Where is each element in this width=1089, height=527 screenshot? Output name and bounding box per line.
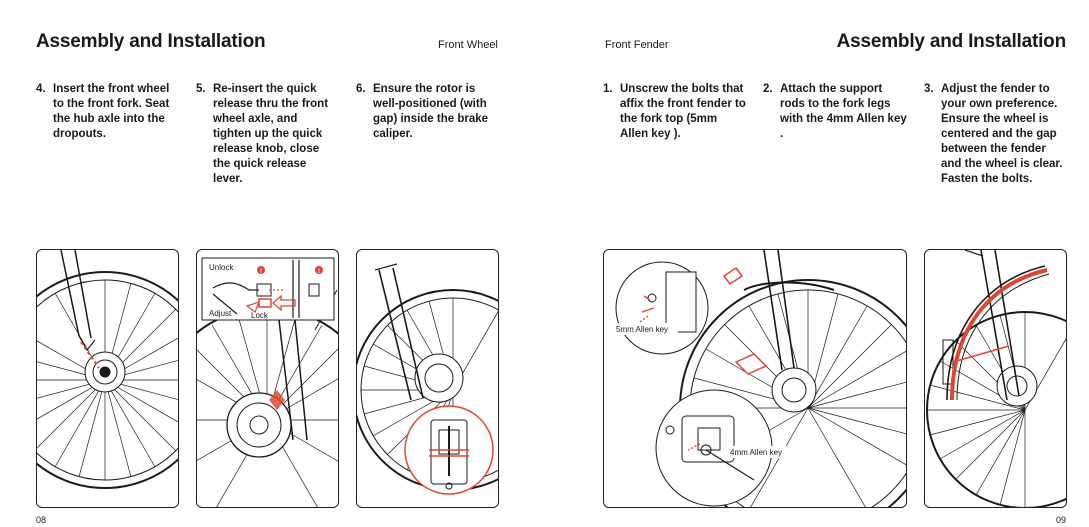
step-number: 1. xyxy=(603,83,613,95)
step-text: Re-insert the quick release thru the fro… xyxy=(213,83,329,185)
step-text: Attach the support rods to the fork legs… xyxy=(780,83,907,140)
wheel-fork-illustration xyxy=(37,250,178,489)
figure-quick-release: ! ! Unlock Adjust Lock xyxy=(196,249,339,508)
figure-insert-wheel xyxy=(36,249,179,508)
warning-icon: ! xyxy=(315,266,323,275)
figure-fender-adjusted xyxy=(924,249,1067,508)
fender-bolts-illustration: 5mm Allen key 4mm Allen key xyxy=(614,250,906,507)
section-title: Front Wheel xyxy=(438,39,498,51)
svg-text:!: ! xyxy=(260,269,262,275)
fender-adjusted-illustration xyxy=(926,250,1066,507)
label-adjust: Adjust xyxy=(209,309,232,318)
page-number: 08 xyxy=(36,515,47,525)
figure-brake-caliper xyxy=(356,249,499,508)
step-text: Adjust the fender to your own preference… xyxy=(941,83,1063,185)
label-4mm-allen-key: 4mm Allen key xyxy=(730,448,782,457)
step-number: 2. xyxy=(763,83,773,95)
left-page: Assembly and Installation Front Wheel 4.… xyxy=(0,0,530,527)
quick-release-illustration: ! ! Unlock Adjust Lock xyxy=(197,257,338,507)
step-number: 4. xyxy=(36,83,46,95)
section-title: Front Fender xyxy=(605,39,669,51)
page-number: 09 xyxy=(1056,515,1067,525)
right-page: Front Fender Assembly and Installation 1… xyxy=(560,0,1089,527)
brake-caliper-illustration xyxy=(357,263,498,495)
step-text: Unscrew the bolts that affix the front f… xyxy=(620,83,746,140)
warning-icon: ! xyxy=(257,266,265,275)
step-number: 6. xyxy=(356,83,366,95)
page-title: Assembly and Installation xyxy=(36,31,266,52)
step-text: Insert the front wheel to the front fork… xyxy=(53,83,170,140)
arrow-left-icon xyxy=(272,294,296,312)
step-text: Ensure the rotor is well-positioned (wit… xyxy=(373,83,489,140)
label-5mm-allen-key: 5mm Allen key xyxy=(616,325,668,334)
step-number: 3. xyxy=(924,83,934,95)
svg-text:!: ! xyxy=(318,269,320,275)
label-lock: Lock xyxy=(251,311,269,320)
page-title: Assembly and Installation xyxy=(836,31,1067,52)
label-unlock: Unlock xyxy=(209,263,234,272)
step-number: 5. xyxy=(196,83,206,95)
figure-fender-bolts: 5mm Allen key 4mm Allen key xyxy=(603,249,907,508)
